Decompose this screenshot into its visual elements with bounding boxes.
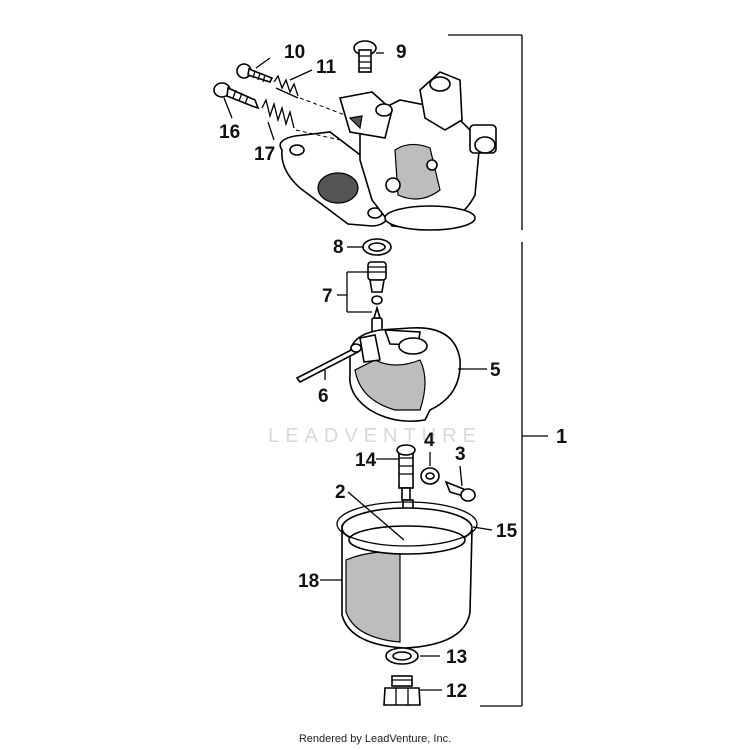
screw-9	[353, 40, 377, 73]
needle-seat-7	[367, 261, 387, 335]
idle-screw-10	[236, 63, 274, 83]
float-bowl-18	[341, 507, 473, 649]
bowl-gasket-15	[336, 501, 478, 547]
callout-13: 13	[446, 647, 467, 668]
watermark-text: LEADVENTURE	[268, 425, 482, 447]
footer-credit: Rendered by LeadVenture, Inc.	[299, 733, 451, 745]
callout-4: 4	[424, 430, 435, 451]
callout-1: 1	[556, 426, 567, 448]
callout-5: 5	[490, 360, 501, 381]
spring-17	[261, 98, 295, 129]
callout-8: 8	[333, 237, 344, 258]
callout-6: 6	[318, 386, 329, 407]
callout-10: 10	[284, 42, 305, 63]
main-jet-14	[396, 444, 416, 501]
callout-14: 14	[355, 450, 377, 471]
callout-2: 2	[335, 482, 346, 503]
callout-16: 16	[219, 122, 240, 143]
float-pin-6	[295, 343, 362, 384]
callout-7: 7	[322, 286, 333, 307]
screw-3	[444, 480, 476, 502]
callout-12: 12	[446, 681, 467, 702]
callout-3: 3	[455, 444, 466, 465]
callout-9: 9	[396, 42, 407, 63]
callout-18: 18	[298, 571, 319, 592]
leader-lines	[223, 52, 493, 691]
callouts: 10 11 9 16 17 8 7 5 6 1 4 14 3 2 15 18 1…	[219, 42, 567, 702]
callout-15: 15	[496, 521, 518, 542]
carburetor-body	[279, 71, 497, 231]
callout-17: 17	[254, 144, 275, 165]
bowl-nut-12	[383, 675, 421, 706]
mixture-screw-16	[213, 82, 260, 110]
assembly-bracket	[448, 34, 548, 707]
float-5	[349, 327, 461, 423]
spring-11	[273, 74, 299, 99]
callout-11: 11	[316, 57, 337, 78]
